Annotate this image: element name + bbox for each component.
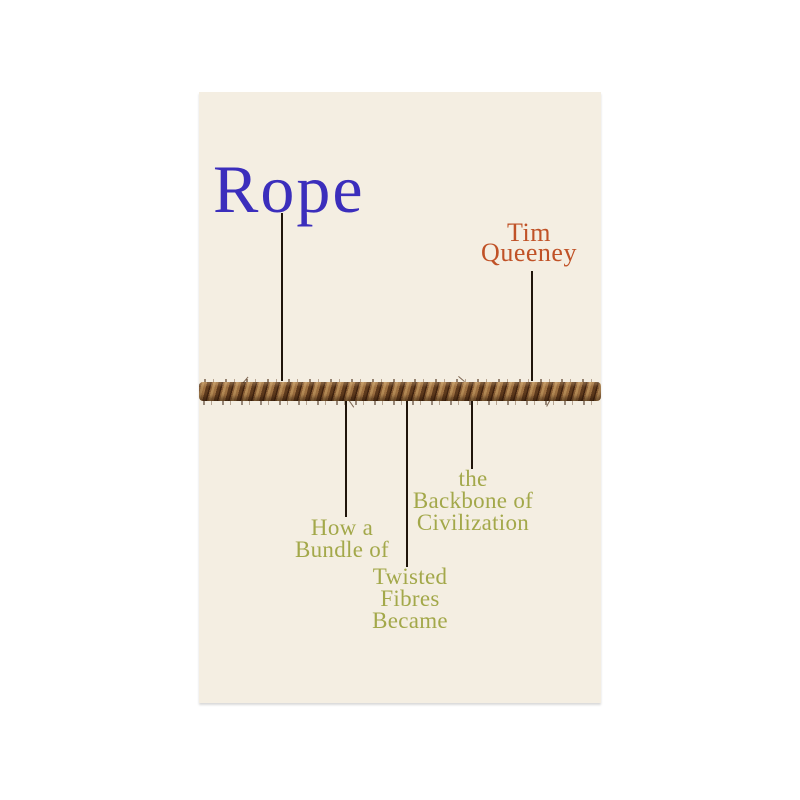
thread-line-title (281, 213, 283, 381)
author-name-line-2: Queeney (481, 238, 577, 267)
subtitle-group-backbone-civilization: the Backbone of Civilization (393, 466, 553, 535)
book-author: Tim Queeney (449, 218, 609, 267)
subtitle-group-twisted-fibres: Twisted Fibres Became (330, 564, 490, 633)
rope-fray-bottom (199, 401, 601, 405)
thread-line-backbone (471, 401, 473, 469)
subtitle-line: How a (310, 515, 374, 540)
thread-line-how-a-bundle (345, 401, 347, 517)
book-title: Rope (213, 151, 365, 227)
thread-line-twisted-fibres (406, 401, 408, 567)
subtitle-line: the (458, 466, 488, 491)
subtitle-line: Civilization (416, 510, 530, 535)
subtitle-line: Bundle of (294, 537, 390, 562)
book-cover: Rope Tim Queeney How a Bundle of Twisted… (199, 92, 601, 703)
author-name-line-1: Tim (507, 218, 551, 247)
rope-image (199, 376, 601, 408)
thread-line-author (531, 271, 533, 381)
subtitle-line: Twisted (372, 564, 448, 589)
subtitle-line: Became (372, 608, 448, 633)
subtitle-line: Backbone of (412, 488, 534, 513)
rope-fray-top (199, 379, 601, 383)
rope-strands (199, 382, 601, 401)
subtitle-group-how-a-bundle: How a Bundle of (262, 515, 422, 562)
subtitle-line: Fibres (380, 586, 440, 611)
